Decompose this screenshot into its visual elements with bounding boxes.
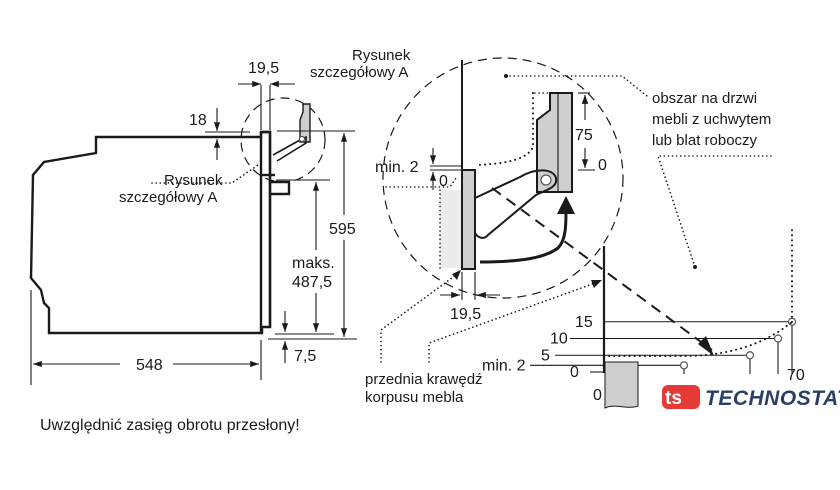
dim-door-thickness-overview: 19,5 xyxy=(248,60,279,77)
hinge-bracket xyxy=(270,180,291,196)
cabinet-door-detail xyxy=(536,92,573,193)
dim-min-2-left: min. 2 xyxy=(375,159,419,176)
dim-max-label: maks. xyxy=(292,255,335,272)
swing-level-label: min. 2 xyxy=(482,357,526,374)
brand-logo-mark-text: ts xyxy=(665,388,682,409)
swing-level-marker xyxy=(679,361,689,370)
swing-level-marker xyxy=(745,351,755,360)
detail-label-side-1: Rysunek xyxy=(164,172,223,189)
brand-logo-mark xyxy=(662,385,700,409)
rotation-warning: Uwzględnić zasięg obrotu przesłony! xyxy=(40,417,300,434)
swing-level-marker xyxy=(773,334,783,343)
dim-top-offset: 18 xyxy=(189,112,207,129)
countertop-block xyxy=(604,361,639,409)
swing-chart: 15 105 min. 2 0 0 70 xyxy=(482,225,805,409)
dim-zero-left: 0 xyxy=(439,173,448,190)
swing-level-label: 15 xyxy=(575,314,593,331)
dim-75: 75 xyxy=(575,127,593,144)
detail-a: 75 0 min. 2 0 19,5 przednia krawędź korp… xyxy=(365,57,772,406)
swing-path-arrow xyxy=(479,209,568,264)
oven-body-outline xyxy=(29,130,272,335)
area-label-3: lub blat roboczy xyxy=(652,132,758,149)
detail-a-circle-large xyxy=(382,57,624,299)
oven-overview: 19,5 18 Rysunek szczegółowy A Rysunek sz… xyxy=(29,47,411,385)
swing-zero-label: 0 xyxy=(593,387,602,404)
hinge-arm xyxy=(474,169,558,239)
dim-depth: 548 xyxy=(136,357,163,374)
brand-logo: ts TECHNOSTATUS xyxy=(662,385,840,410)
swing-end-label: 70 xyxy=(787,367,805,384)
swing-level-label: 0 xyxy=(570,364,579,381)
mini-cabinet-door xyxy=(299,103,311,143)
oven-door xyxy=(261,130,272,327)
area-label-2: mebli z uchwytem xyxy=(652,111,771,128)
swing-level-label: 5 xyxy=(541,347,550,364)
dim-height: 595 xyxy=(329,221,356,238)
detail-a-circle-small xyxy=(240,97,326,183)
detail-label-top-2: szczegółowy A xyxy=(310,64,408,81)
dim-max-value: 487,5 xyxy=(292,274,332,291)
dim-bottom-offset: 7,5 xyxy=(294,348,316,365)
detail-label-side-2: szczegółowy A xyxy=(119,189,217,206)
dim-zero-right: 0 xyxy=(598,157,607,174)
brand-name: TECHNOSTATUS xyxy=(705,387,840,410)
detail-label-top-1: Rysunek xyxy=(352,47,411,64)
dim-door-thickness-detail: 19,5 xyxy=(450,306,481,323)
swing-level-label: 10 xyxy=(550,331,568,348)
oven-door-detail xyxy=(461,169,476,270)
front-edge-label-1: przednia krawędź xyxy=(365,371,483,388)
area-label-1: obszar na drzwi xyxy=(652,90,757,107)
front-edge-label-2: korpusu mebla xyxy=(365,389,464,406)
